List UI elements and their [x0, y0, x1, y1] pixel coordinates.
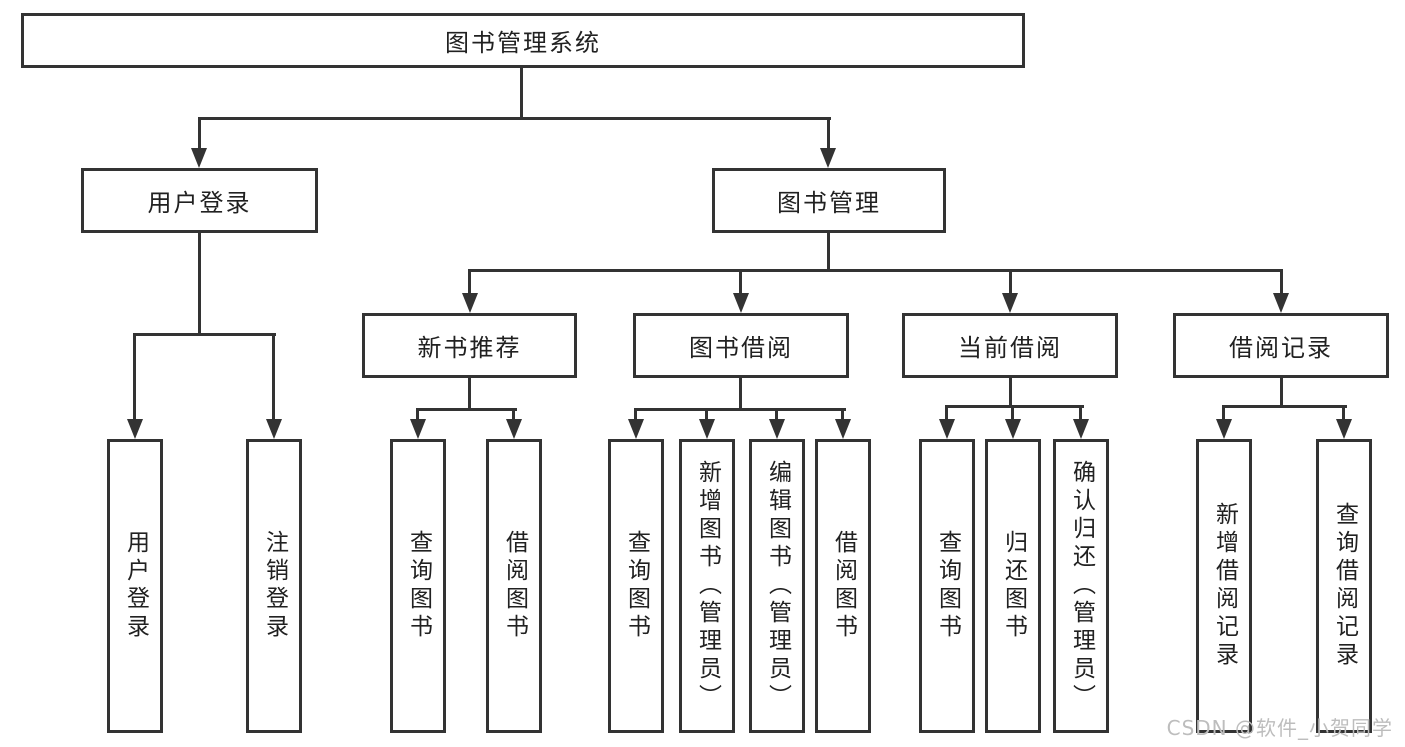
connector-new-book-rec-branch [416, 408, 517, 411]
node-book-borrow-label: 图书借阅 [689, 334, 793, 362]
node-bb-edit-books-admin-label: 编辑图书（管理员） [764, 460, 791, 712]
arrowhead-bb-query [628, 419, 644, 439]
connector-drop-bb-borrow [841, 408, 844, 423]
connector-drop-nb-borrow [512, 408, 515, 423]
node-bb-add-books-admin: 新增图书（管理员） [679, 439, 735, 733]
connector-current-borrow-branch [945, 405, 1084, 408]
node-bb-query-books-label: 查询图书 [623, 530, 650, 642]
connector-drop-cb-confirm [1079, 405, 1082, 423]
connector-book-mgmt-stem [827, 231, 830, 272]
arrowhead-br-query [1336, 419, 1352, 439]
arrowhead-current-borrow [1002, 293, 1018, 313]
node-book-borrow: 图书借阅 [633, 313, 849, 378]
node-new-book-rec: 新书推荐 [362, 313, 577, 378]
node-bb-edit-books-admin: 编辑图书（管理员） [749, 439, 805, 733]
node-cb-confirm-return-admin: 确认归还（管理员） [1053, 439, 1109, 733]
connector-root-branch [198, 117, 831, 120]
connector-drop-borrow-records [1280, 269, 1283, 296]
node-cb-confirm-return-admin-label: 确认归还（管理员） [1068, 460, 1095, 712]
connector-borrow-records-branch [1222, 405, 1347, 408]
node-root-label: 图书管理系统 [445, 29, 601, 57]
node-current-borrow: 当前借阅 [902, 313, 1118, 378]
arrowhead-br-add [1216, 419, 1232, 439]
connector-drop-bb-query [634, 408, 637, 423]
node-user-login-label: 用户登录 [147, 189, 252, 217]
connector-drop-current-borrow [1009, 269, 1012, 296]
arrowhead-borrow-records [1273, 293, 1289, 313]
node-cb-return-books: 归还图书 [985, 439, 1041, 733]
node-logout-label: 注销登录 [261, 530, 288, 642]
node-book-mgmt: 图书管理 [712, 168, 946, 233]
node-borrow-records-label: 借阅记录 [1229, 334, 1333, 362]
arrowhead-cb-confirm [1073, 419, 1089, 439]
connector-drop-bb-edit [775, 408, 778, 423]
node-login: 用户登录 [107, 439, 163, 733]
node-cb-return-books-label: 归还图书 [1000, 530, 1027, 642]
connector-book-borrow-branch [634, 408, 846, 411]
node-book-mgmt-label: 图书管理 [777, 189, 881, 217]
connector-drop-logout [272, 333, 275, 423]
arrowhead-book-borrow [733, 293, 749, 313]
arrowhead-new-book-rec [462, 293, 478, 313]
node-bb-query-books: 查询图书 [608, 439, 664, 733]
node-bb-borrow-books: 借阅图书 [815, 439, 871, 733]
connector-borrow-records-stem [1280, 376, 1283, 408]
arrowhead-cb-query [939, 419, 955, 439]
connector-user-login-branch [133, 333, 276, 336]
arrowhead-bb-add [699, 419, 715, 439]
connector-drop-bb-add [705, 408, 708, 423]
node-logout: 注销登录 [246, 439, 302, 733]
connector-current-borrow-stem [1009, 376, 1012, 408]
connector-drop-br-add [1222, 405, 1225, 423]
node-bb-borrow-books-label: 借阅图书 [830, 530, 857, 642]
node-borrow-records: 借阅记录 [1173, 313, 1389, 378]
connector-new-book-rec-stem [468, 376, 471, 411]
connector-drop-cb-return [1011, 405, 1014, 423]
connector-drop-book-borrow [739, 269, 742, 296]
connector-drop-login [133, 333, 136, 423]
node-nb-borrow-books-label: 借阅图书 [501, 530, 528, 642]
arrowhead-cb-return [1005, 419, 1021, 439]
watermark: CSDN @软件_小贺同学 [1166, 716, 1393, 740]
connector-root-stem [520, 66, 523, 120]
node-cb-query-books-label: 查询图书 [934, 530, 961, 642]
arrowhead-logout [266, 419, 282, 439]
node-nb-query-books-label: 查询图书 [405, 530, 432, 642]
node-current-borrow-label: 当前借阅 [958, 334, 1062, 362]
node-br-query-record-label: 查询借阅记录 [1331, 502, 1358, 670]
node-bb-add-books-admin-label: 新增图书（管理员） [694, 460, 721, 712]
arrowhead-nb-query [410, 419, 426, 439]
node-cb-query-books: 查询图书 [919, 439, 975, 733]
node-br-add-record-label: 新增借阅记录 [1211, 502, 1238, 670]
arrowhead-book-mgmt [820, 148, 836, 168]
node-nb-borrow-books: 借阅图书 [486, 439, 542, 733]
arrowhead-nb-borrow [506, 419, 522, 439]
connector-book-borrow-stem [739, 376, 742, 411]
connector-user-login-stem [198, 231, 201, 336]
node-login-label: 用户登录 [122, 530, 149, 642]
arrowhead-bb-borrow [835, 419, 851, 439]
node-root: 图书管理系统 [21, 13, 1025, 68]
connector-drop-new-book-rec [468, 269, 471, 296]
arrowhead-bb-edit [769, 419, 785, 439]
node-user-login: 用户登录 [81, 168, 318, 233]
connector-book-mgmt-branch [468, 269, 1283, 272]
connector-drop-cb-query [945, 405, 948, 423]
connector-drop-nb-query [416, 408, 419, 423]
arrowhead-user-login [191, 148, 207, 168]
node-br-add-record: 新增借阅记录 [1196, 439, 1252, 733]
node-nb-query-books: 查询图书 [390, 439, 446, 733]
node-new-book-rec-label: 新书推荐 [417, 334, 522, 362]
connector-drop-user-login [198, 117, 201, 151]
node-br-query-record: 查询借阅记录 [1316, 439, 1372, 733]
connector-drop-book-mgmt [827, 117, 830, 151]
connector-drop-br-query [1342, 405, 1345, 423]
arrowhead-login [127, 419, 143, 439]
